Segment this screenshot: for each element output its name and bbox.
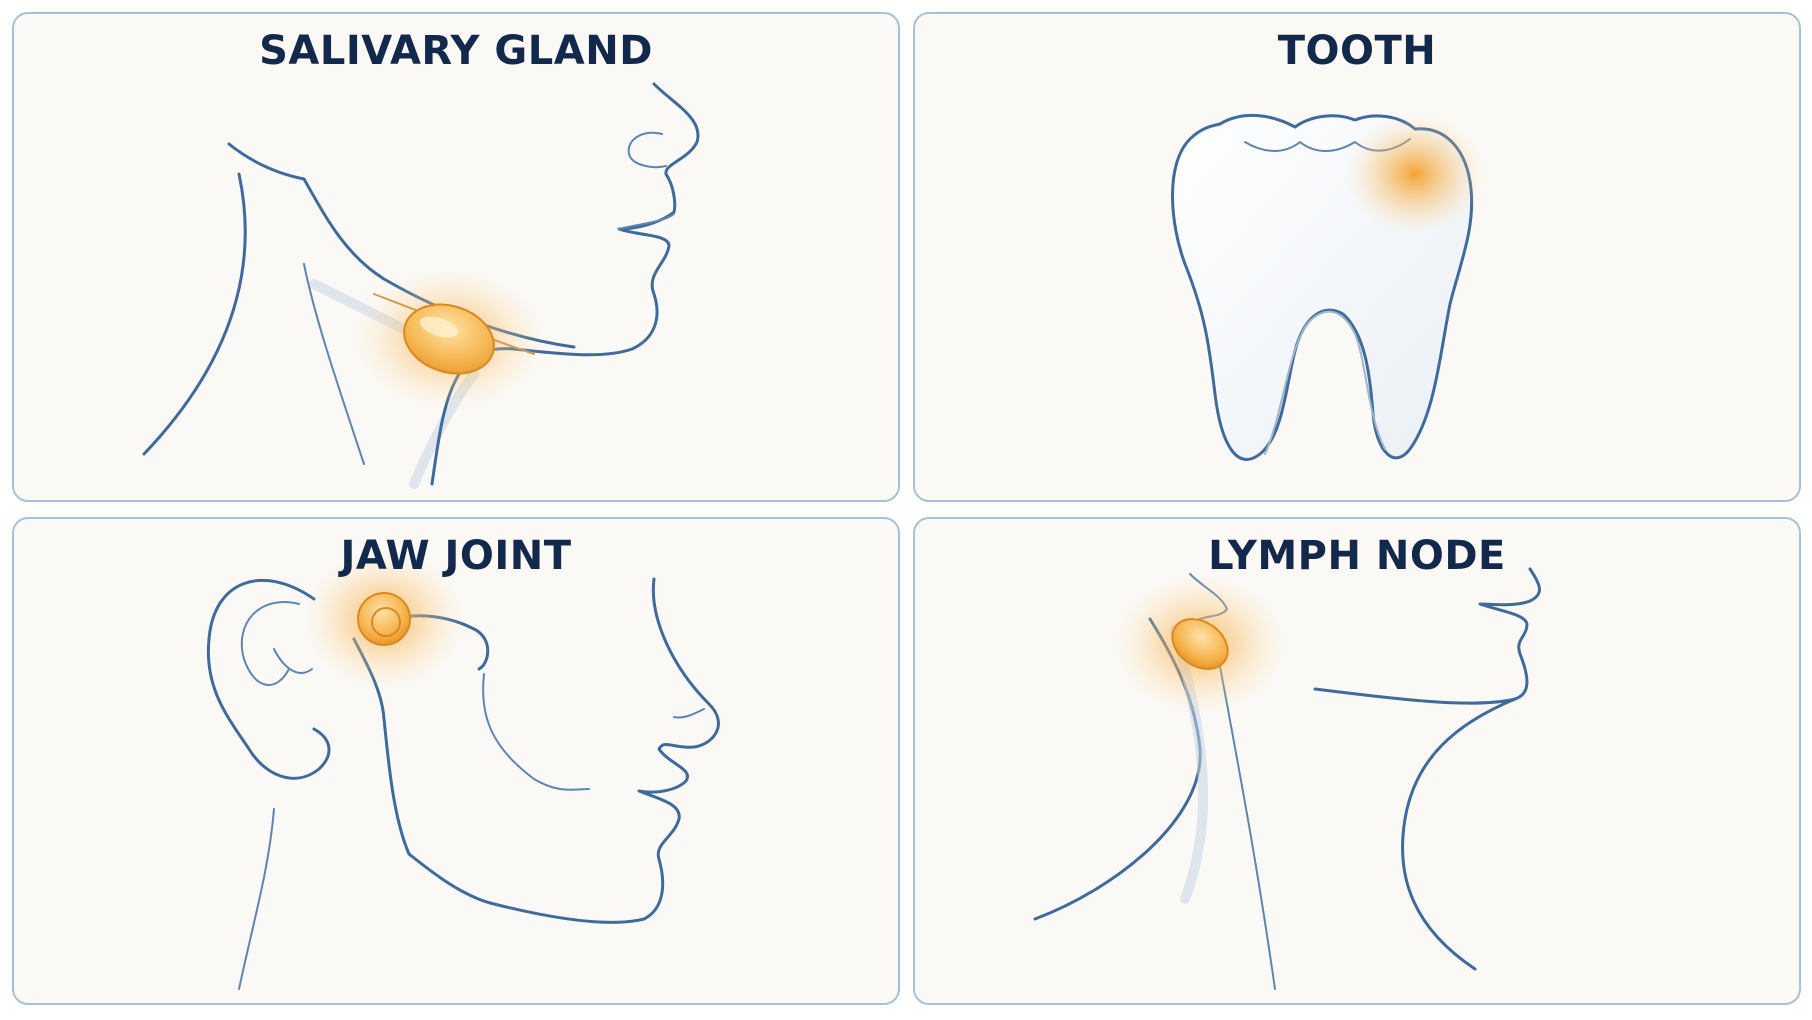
- ear-outline: [206, 578, 331, 780]
- lymph-node-illustration: [1033, 567, 1541, 990]
- face-profile-outline: [1313, 567, 1541, 705]
- panel-title-jaw-joint: JAW JOINT: [340, 533, 572, 579]
- panel-lymph-node: LYMPH NODE: [913, 517, 1801, 1005]
- panel-title-lymph-node: LYMPH NODE: [1208, 533, 1506, 579]
- tooth-pain-highlight-icon: [1345, 114, 1485, 234]
- jaw-joint-highlight-icon: [357, 592, 411, 646]
- panel-salivary-gland: SALIVARY GLAND: [12, 12, 900, 502]
- face-profile-outline: [407, 577, 720, 924]
- panel-title-tooth: TOOTH: [1277, 28, 1437, 74]
- panel-title-salivary-gland: SALIVARY GLAND: [259, 28, 653, 74]
- jaw-joint-illustration: [206, 549, 720, 990]
- lymph-node-highlight-icon: [1171, 618, 1229, 670]
- salivary-gland-illustration: [142, 82, 700, 489]
- panel-jaw-joint: JAW JOINT: [12, 517, 900, 1005]
- panel-tooth: TOOTH: [913, 12, 1801, 502]
- tooth-illustration: [1171, 113, 1485, 461]
